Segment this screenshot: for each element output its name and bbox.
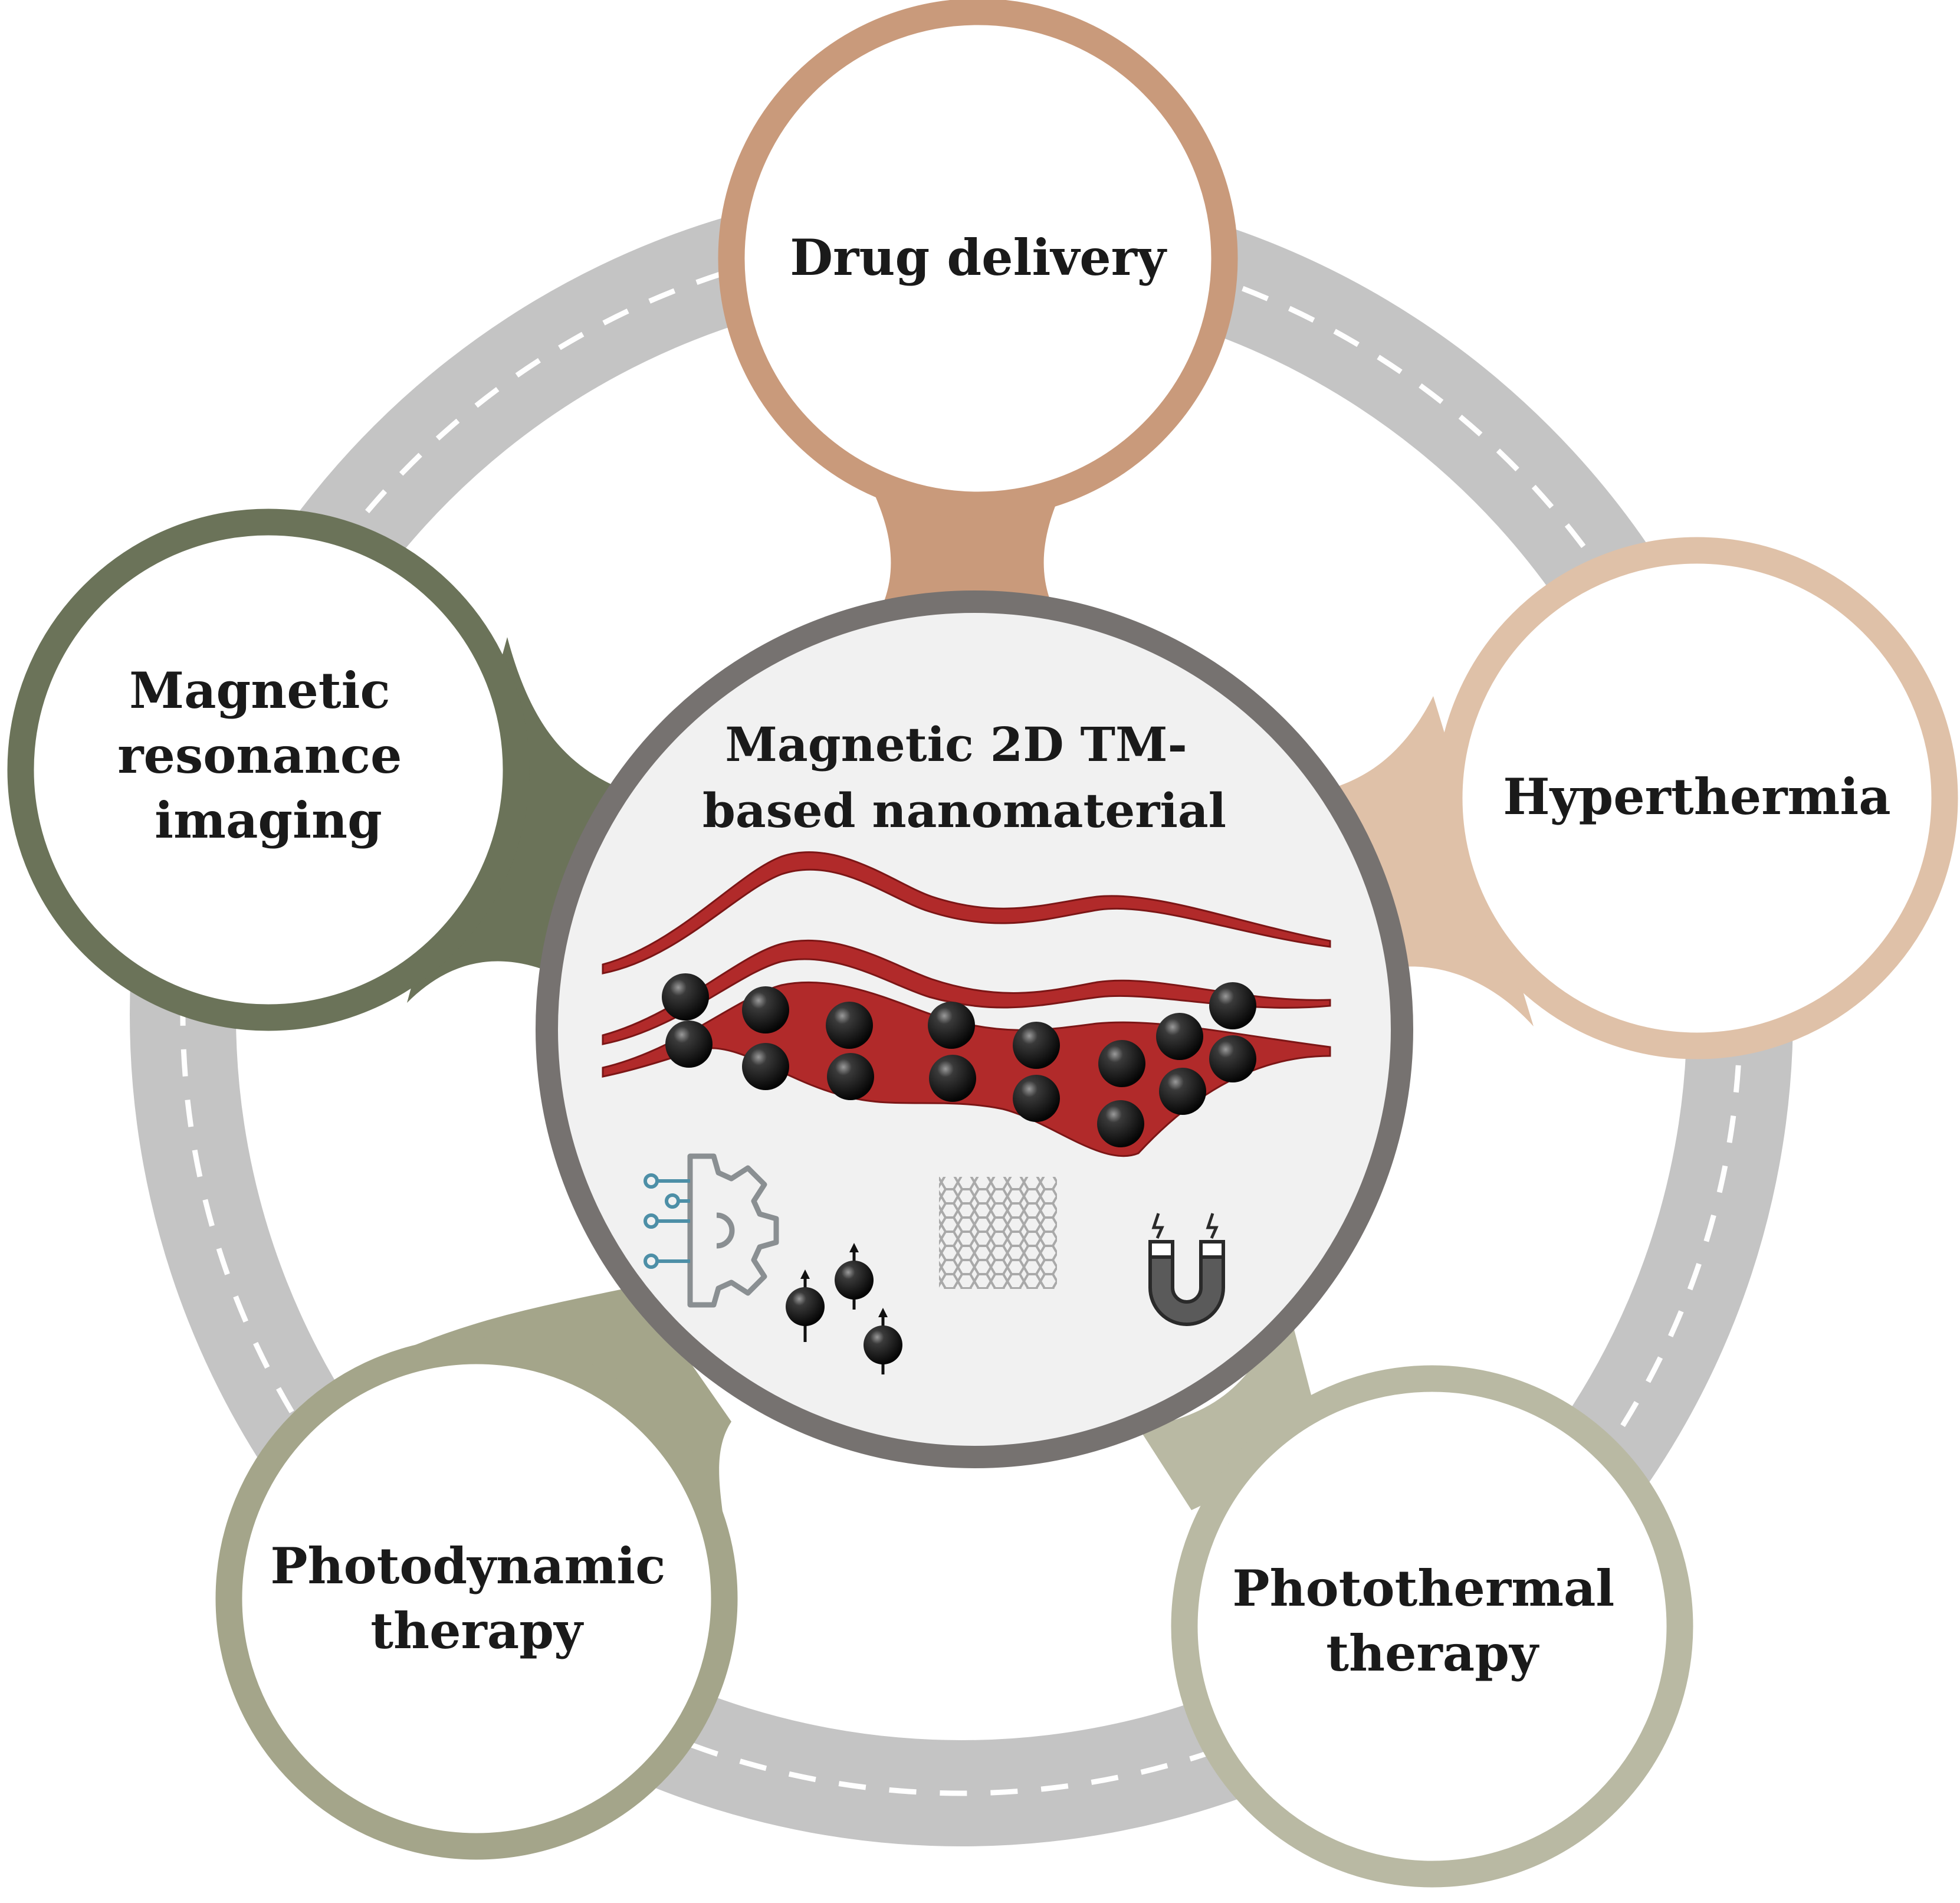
hexagonal-lattice-icon [939, 1177, 1057, 1289]
nanoparticle [1098, 1040, 1145, 1087]
horseshoe-magnet-icon [1148, 1213, 1225, 1326]
node-hyperthermia: Hyperthermia [1436, 537, 1958, 1059]
spin-particles-icon [786, 1243, 902, 1374]
nanoparticle [928, 1002, 975, 1049]
nanoparticle [665, 1021, 713, 1068]
node-label-photothermal-therapy: Photothermal therapy [1232, 1559, 1631, 1682]
node-photodynamic-therapy: Photodynamic therapy [215, 1337, 738, 1860]
nanoparticle [1013, 1075, 1060, 1122]
node-label-mri: Magnetic resonance imaging [117, 661, 419, 849]
nanoparticle [1209, 982, 1256, 1029]
nanoparticle [1156, 1013, 1203, 1060]
center-title: Magnetic 2D TM- based nanomaterial [702, 717, 1226, 838]
nanoparticle [742, 1043, 789, 1090]
nanosheet-illustration [602, 851, 1331, 1157]
nanoparticle [662, 973, 709, 1021]
nanoparticle [1159, 1068, 1206, 1115]
node-photothermal-therapy: Photothermal therapy [1171, 1365, 1693, 1888]
nanoparticle [742, 986, 789, 1033]
nanoparticle [929, 1055, 976, 1102]
nanoparticles [662, 973, 1256, 1147]
circuit-gear-icon [644, 1153, 779, 1308]
center-node: Magnetic 2D TM- based nanomaterial [536, 590, 1413, 1468]
nanosheet-middle [602, 939, 1331, 1045]
node-label-hyperthermia: Hyperthermia [1503, 767, 1890, 826]
nanoparticle [1013, 1022, 1060, 1069]
nanosheet-top [602, 851, 1331, 975]
connector-photothermal-therapy [1138, 1298, 1321, 1510]
nanoparticle [826, 1002, 873, 1049]
node-mri: Magnetic resonance imaging [7, 508, 530, 1031]
node-label-photodynamic-therapy: Photodynamic therapy [270, 1537, 682, 1660]
nanoparticle [1097, 1100, 1144, 1147]
node-label-drug-delivery: Drug delivery [790, 228, 1167, 287]
node-drug-delivery: Drug delivery [718, 0, 1238, 519]
nanoparticle [827, 1053, 874, 1100]
outer-circles: Drug delivery Hyperthermia Photothermal … [7, 0, 1958, 1888]
nanoparticle [1209, 1035, 1256, 1082]
